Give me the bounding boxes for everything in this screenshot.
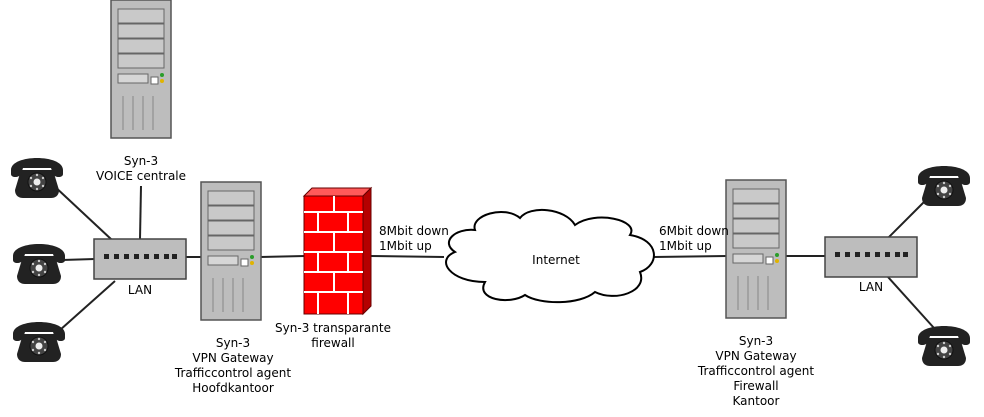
left-uplink-label: 8Mbit down 1Mbit up bbox=[379, 224, 449, 253]
internet-label: Internet bbox=[532, 253, 580, 267]
link-lan-phone-right-bottom bbox=[887, 276, 935, 329]
gateway-left-server-icon bbox=[200, 181, 262, 321]
link-phone1-lan bbox=[51, 183, 113, 241]
phone-icon bbox=[10, 157, 64, 199]
link-voice-lan bbox=[139, 185, 142, 240]
right-uplink-label: 6Mbit down 1Mbit up bbox=[659, 224, 729, 253]
link-lan-phone-right-top bbox=[887, 197, 929, 239]
link-gateway-firewall bbox=[259, 255, 306, 258]
voice-server-icon bbox=[110, 0, 172, 139]
phone-icon bbox=[12, 243, 66, 285]
gateway-right-label: Syn-3 VPN Gateway Trafficcontrol agent F… bbox=[697, 334, 815, 408]
brick-firewall-icon bbox=[302, 186, 373, 316]
gateway-right-server-icon bbox=[725, 179, 787, 319]
link-phone2-lan bbox=[61, 258, 96, 261]
phone-icon bbox=[917, 325, 971, 367]
voice-server-label: Syn-3 VOICE centrale bbox=[95, 154, 187, 183]
phone-icon bbox=[917, 165, 971, 207]
lan-left-switch-icon bbox=[93, 238, 187, 280]
firewall-label: Syn-3 transparante firewall bbox=[275, 321, 391, 350]
lan-right-label: LAN bbox=[858, 280, 884, 294]
lan-right-switch-icon bbox=[824, 236, 918, 278]
cloud-icon bbox=[445, 208, 655, 304]
lan-left-label: LAN bbox=[127, 283, 153, 297]
gateway-left-label: Syn-3 VPN Gateway Trafficcontrol agent H… bbox=[174, 336, 292, 395]
phone-icon bbox=[12, 321, 66, 363]
link-phone3-lan bbox=[59, 280, 116, 331]
link-firewall-internet bbox=[369, 255, 445, 258]
connections bbox=[51, 183, 935, 331]
link-internet-gateway bbox=[653, 255, 728, 258]
